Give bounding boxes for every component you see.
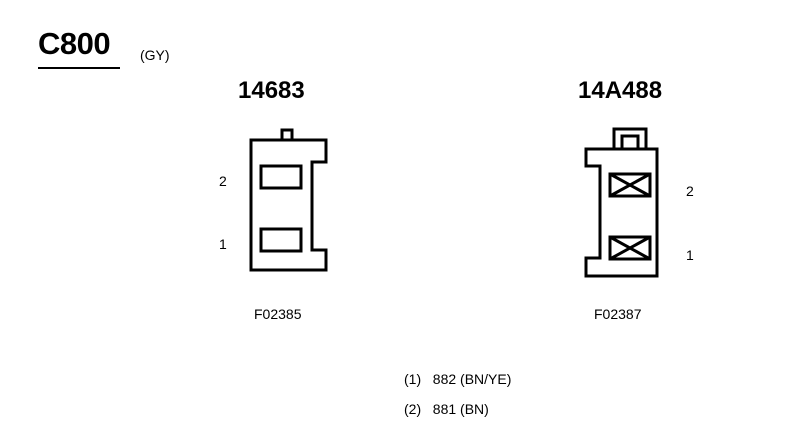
circuit-legend: (1) 882 (BN/YE) (2) 881 (BN)	[404, 371, 511, 417]
right-connector-latch-inner	[620, 134, 640, 149]
circuit-value: 882 (BN/YE)	[432, 371, 512, 387]
left-pin-1-cavity	[259, 227, 303, 253]
left-pin-label-2: 2	[219, 173, 227, 189]
right-pin-2-cavity	[608, 172, 652, 198]
circuit-pin: (1)	[404, 371, 422, 387]
left-connector-face	[249, 128, 328, 272]
circuit-value: 881 (BN)	[432, 401, 489, 417]
circuit-pin: (2)	[404, 401, 422, 417]
circuit-row: (2) 881 (BN)	[404, 401, 511, 417]
right-pin-label-1: 1	[686, 247, 694, 263]
left-part-number: 14683	[238, 77, 305, 104]
right-pin-label-2: 2	[686, 183, 694, 199]
left-figure-id: F02385	[254, 306, 302, 322]
left-connector-housing	[249, 138, 328, 272]
left-pin-label-1: 1	[219, 236, 227, 252]
connector-id: C800	[38, 26, 111, 61]
right-part-number: 14A488	[578, 77, 663, 104]
right-connector-housing	[584, 147, 659, 278]
right-figure-id: F02387	[594, 306, 642, 322]
connector-color-code: (GY)	[140, 47, 170, 63]
right-pin-1-cavity	[608, 235, 652, 261]
left-pin-2-cavity	[259, 164, 303, 190]
circuit-row: (1) 882 (BN/YE)	[404, 371, 511, 401]
right-connector-latch-outer	[612, 127, 648, 149]
connector-id-underline	[38, 67, 120, 69]
right-connector-face	[584, 127, 659, 278]
